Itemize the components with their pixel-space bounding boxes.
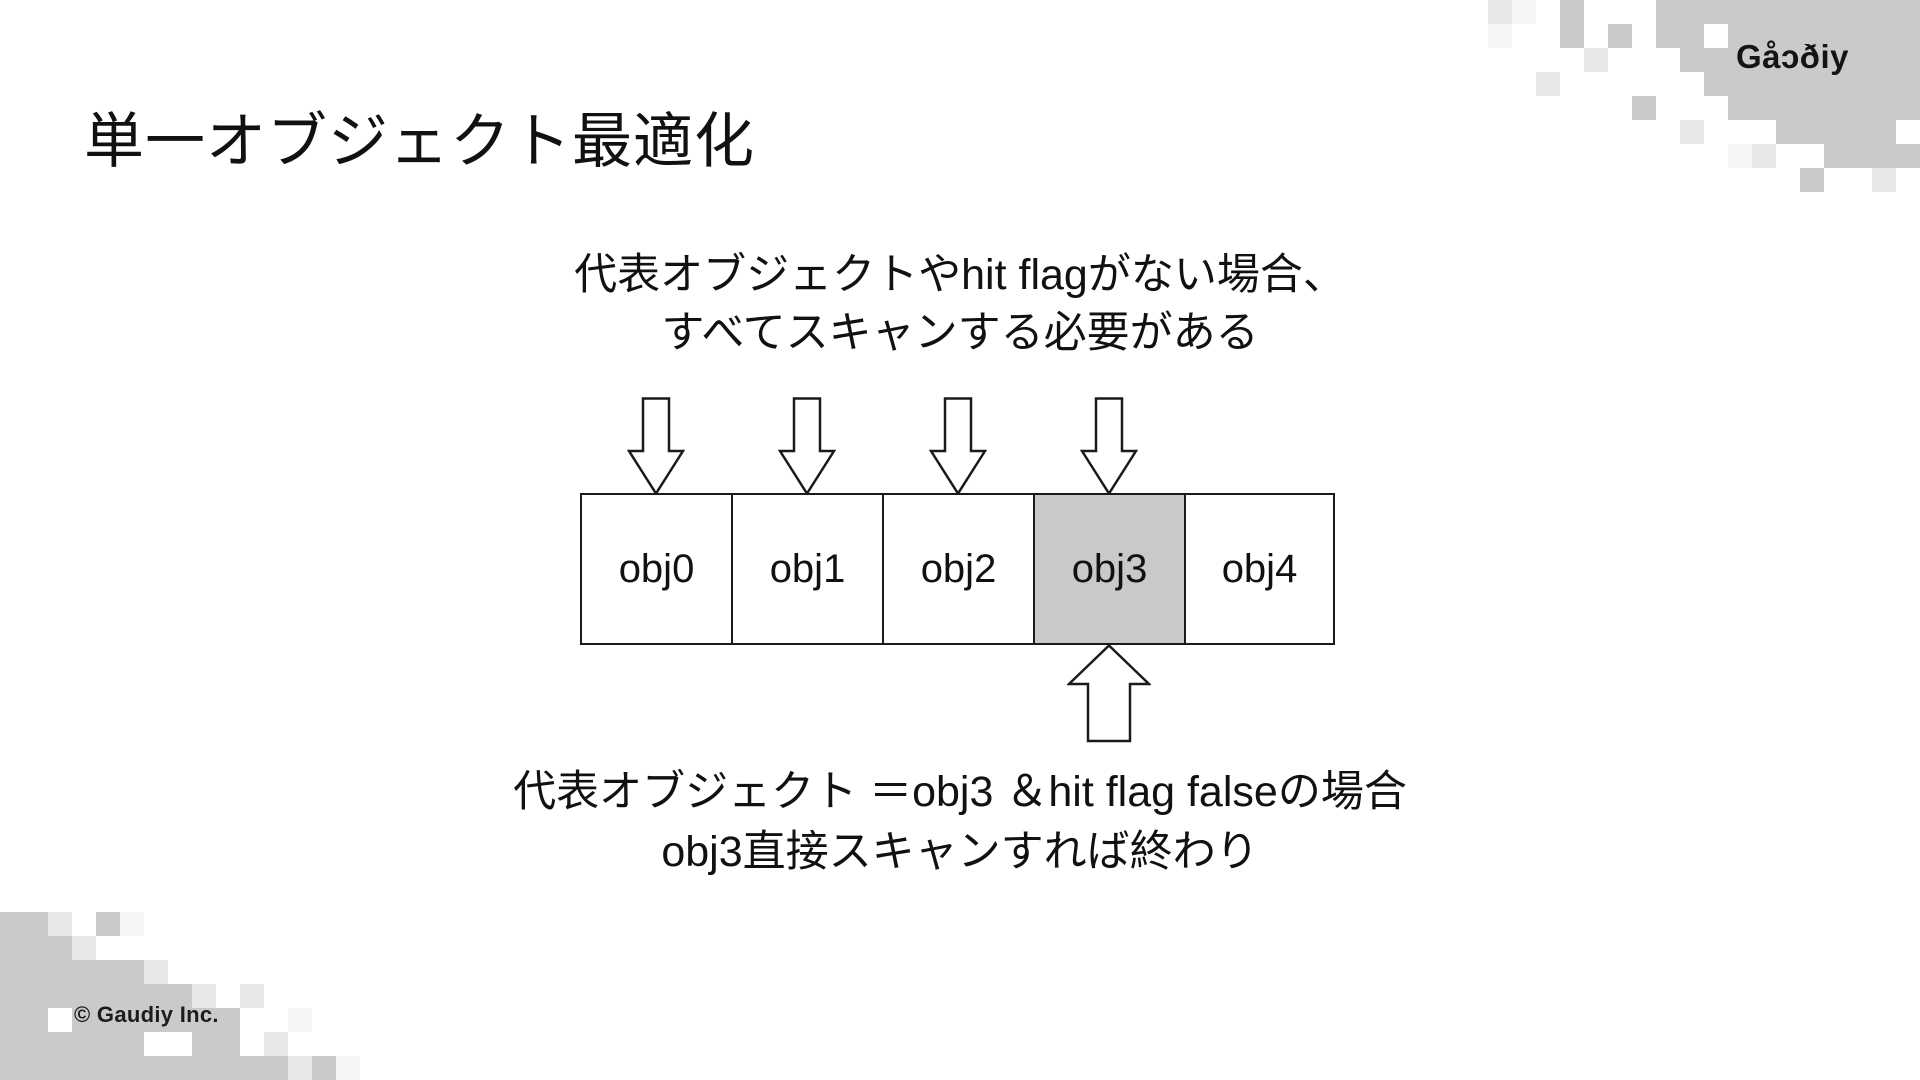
object-cell-obj1: obj1 <box>731 493 882 645</box>
caption-top-line1: 代表オブジェクトやhit flagがない場合、 <box>574 251 1346 299</box>
object-array: obj0 obj1 obj2 obj3 obj4 <box>580 493 1335 645</box>
caption-top: 代表オブジェクトやhit flagがない場合、 すべてスキャンする必要がある <box>0 246 1920 362</box>
object-cell-label: obj0 <box>618 546 695 591</box>
caption-bottom: 代表オブジェクト ＝obj3 ＆hit flag falseの場合 obj3直接… <box>0 762 1920 882</box>
object-cell-obj2: obj2 <box>882 493 1033 645</box>
page-title: 単一オブジェクト最適化 <box>84 108 755 175</box>
object-cell-label: obj4 <box>1221 546 1298 591</box>
down-arrow-icon <box>778 397 836 496</box>
object-cell-obj0: obj0 <box>580 493 731 645</box>
pixel-pattern-top-right-icon <box>1488 0 1920 192</box>
object-cell-obj3: obj3 <box>1033 493 1184 645</box>
pixel-pattern-bottom-left-icon <box>0 912 360 1080</box>
down-arrow-icon <box>627 397 685 496</box>
object-cell-label: obj1 <box>769 546 846 591</box>
copyright-footer: © Gaudiy Inc. <box>74 1002 219 1027</box>
down-arrow-icon <box>1080 397 1138 496</box>
up-arrow-icon <box>1067 644 1151 743</box>
gaudiy-logo: Gåɔðiy <box>1735 38 1849 75</box>
object-cell-label: obj3 <box>1071 546 1148 591</box>
caption-top-line2: すべてスキャンする必要がある <box>661 309 1259 357</box>
down-arrow-icon <box>929 397 987 496</box>
object-cell-obj4: obj4 <box>1184 493 1335 645</box>
caption-bottom-line1: 代表オブジェクト ＝obj3 ＆hit flag falseの場合 <box>513 768 1407 816</box>
object-cell-label: obj2 <box>920 546 997 591</box>
caption-bottom-line2: obj3直接スキャンすれば終わり <box>661 828 1259 876</box>
